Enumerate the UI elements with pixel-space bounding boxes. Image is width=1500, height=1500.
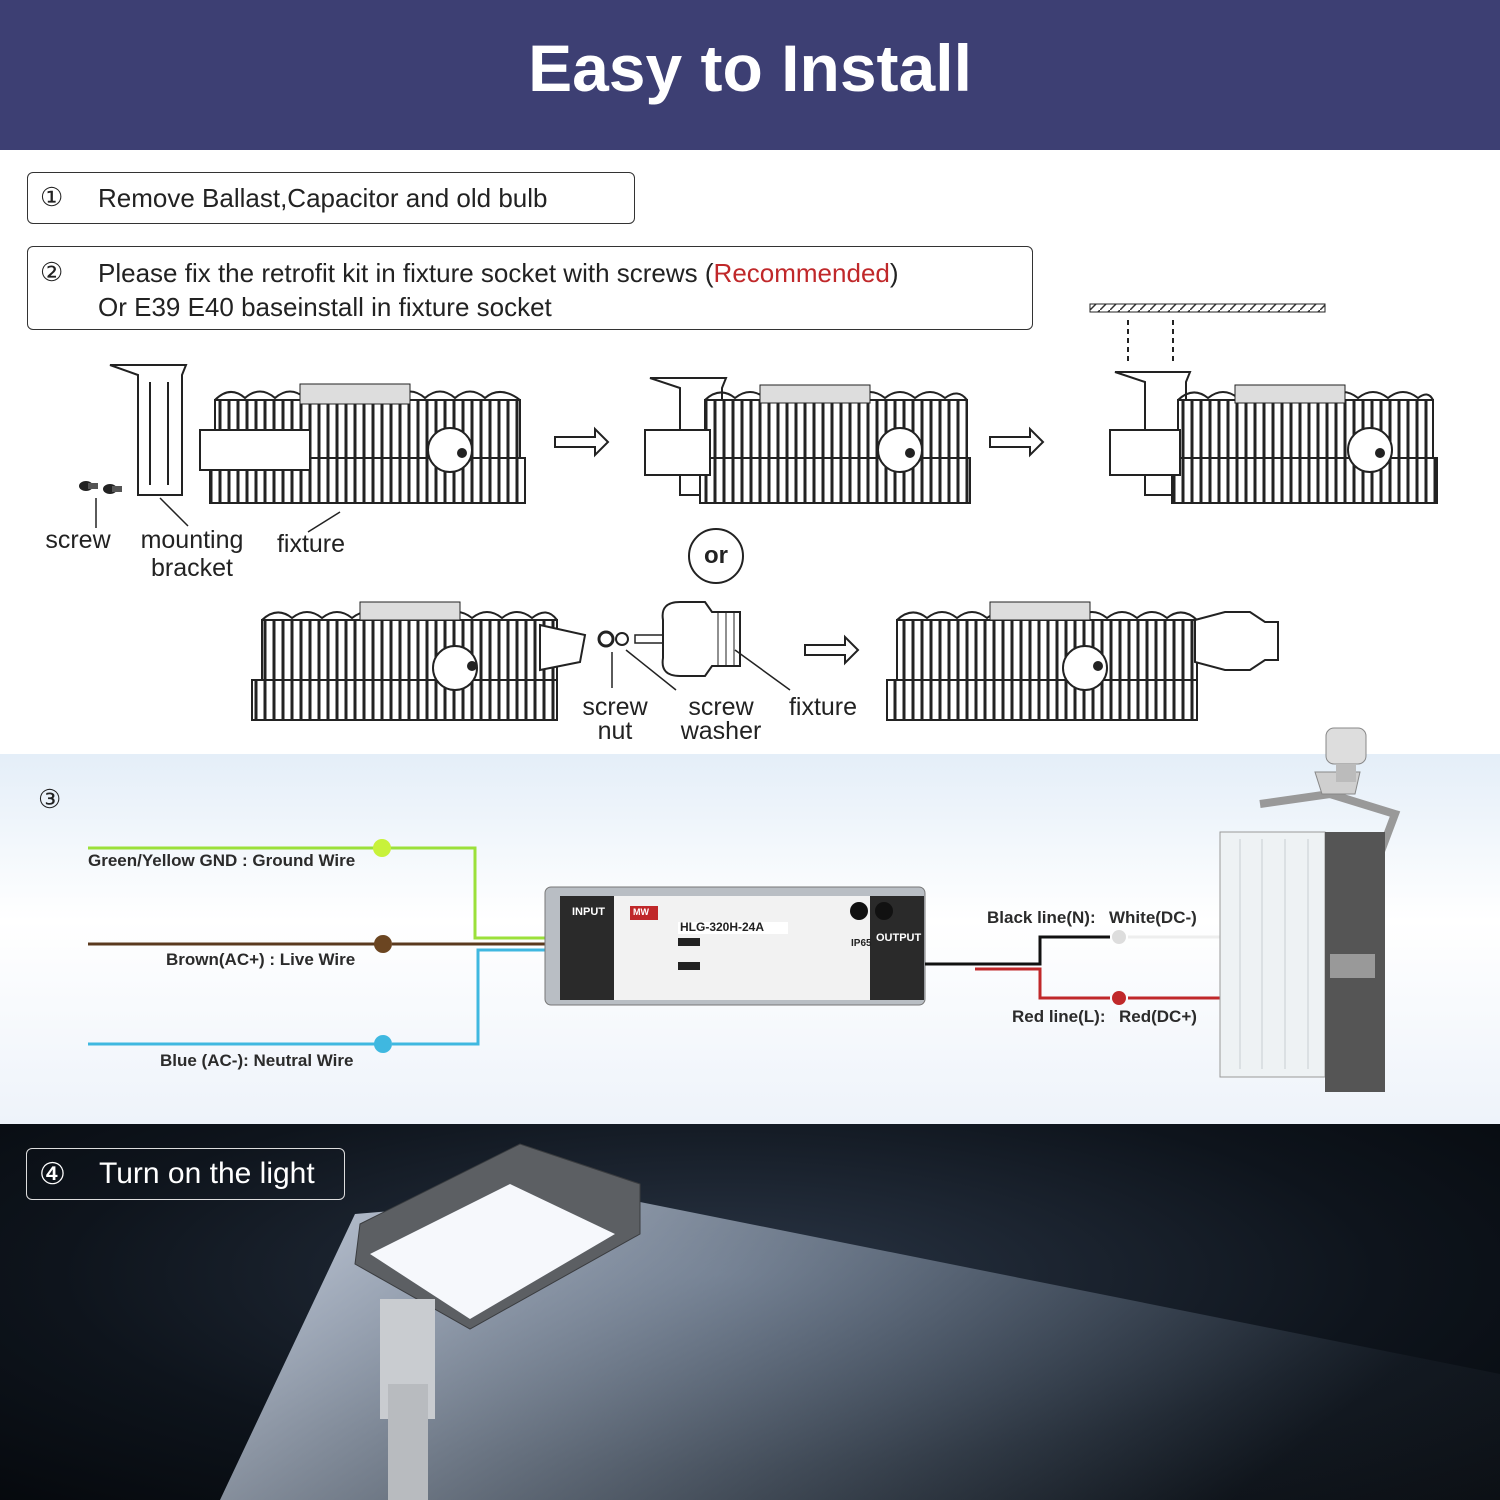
step-4-number: ④ <box>39 1158 66 1191</box>
step-2-number: ② <box>40 257 64 287</box>
screw-washer-label-2: washer <box>680 717 762 745</box>
led-driver <box>544 886 926 1006</box>
screw-label: screw <box>45 526 111 554</box>
page-title: Easy to Install <box>528 31 972 105</box>
step-1-box: ① Remove Ballast,Capacitor and old bulb <box>27 172 635 224</box>
neutral-wire-label: Blue (AC-): Neutral Wire <box>160 1051 354 1070</box>
live-wire-dot <box>374 935 392 953</box>
white-dc-label: White(DC-) <box>1109 908 1197 927</box>
step-2-line-2: Or E39 E40 baseinstall in fixture socket <box>98 292 552 322</box>
red-dc-label: Red(DC+) <box>1119 1007 1197 1026</box>
driver-output-label: OUTPUT <box>876 932 922 944</box>
street-light-image <box>220 1143 1500 1500</box>
or-circle <box>688 528 744 584</box>
screw-nut-label-2: nut <box>597 717 633 745</box>
night-scene: ④ Turn on the light <box>0 1124 1500 1500</box>
arrow-icon <box>989 426 1045 458</box>
step-4-text: Turn on the light <box>99 1157 315 1190</box>
white-wire-dot <box>1112 930 1126 944</box>
or-label: or <box>704 542 728 569</box>
ground-wire-label: Green/Yellow GND : Ground Wire <box>88 851 356 870</box>
recommended-label: Recommended <box>713 258 890 288</box>
step-2-text-a: Please fix the retrofit kit in fixture s… <box>98 258 714 288</box>
wiring-diagram <box>88 771 1401 1092</box>
fixture-drawing-5 <box>886 601 1279 721</box>
screw-drawing <box>79 481 122 494</box>
live-wire-label: Brown(AC+) : Live Wire <box>166 950 356 969</box>
wiring-section: ③ <box>0 727 1500 1124</box>
e39-bulb-base <box>1310 724 1385 784</box>
mounting-label: mounting <box>140 526 244 554</box>
retrofit-kit-image <box>1219 771 1401 1092</box>
arrow-icon <box>804 634 860 666</box>
e39-base-drawing <box>634 601 741 677</box>
step-1-text: Remove Ballast,Capacitor and old bulb <box>98 183 548 213</box>
red-wire-dot <box>1112 991 1126 1005</box>
black-line-label: Black line(N): <box>987 908 1096 927</box>
fixture-label-2: fixture <box>788 693 858 721</box>
fixture-drawing-1 <box>199 383 526 504</box>
ground-wire-dot <box>373 839 391 857</box>
red-line-label: Red line(L): <box>1012 1007 1106 1026</box>
arrow-icon <box>554 426 610 458</box>
fixture-label: fixture <box>276 530 346 558</box>
neutral-wire-dot <box>374 1035 392 1053</box>
step-4-box: ④ Turn on the light <box>26 1148 345 1200</box>
step-2-text-b: ) <box>889 258 899 288</box>
driver-ip-label: IP65 <box>851 938 872 949</box>
installation-diagram <box>79 303 1438 721</box>
fixture-drawing-4 <box>251 601 587 721</box>
step-1-number: ① <box>40 182 64 212</box>
screw-washer-label-1: screw <box>688 693 754 721</box>
mounting-bracket-drawing <box>109 364 188 496</box>
header-banner: Easy to Install <box>0 0 1500 150</box>
step-2-line-1: Please fix the retrofit kit in fixture s… <box>98 258 899 289</box>
screw-nut-drawing <box>597 630 629 648</box>
fixture-drawing-3 <box>1089 303 1438 504</box>
driver-brand-logo: MW <box>633 907 649 917</box>
screw-nut-label-1: screw <box>582 693 648 721</box>
step-2-box: ② Please fix the retrofit kit in fixture… <box>27 246 1033 330</box>
bracket-label: bracket <box>151 554 233 582</box>
fixture-drawing-2 <box>644 377 971 504</box>
step-3-number: ③ <box>38 784 62 814</box>
driver-input-label: INPUT <box>572 906 605 918</box>
driver-model-label: HLG-320H-24A <box>680 920 765 934</box>
